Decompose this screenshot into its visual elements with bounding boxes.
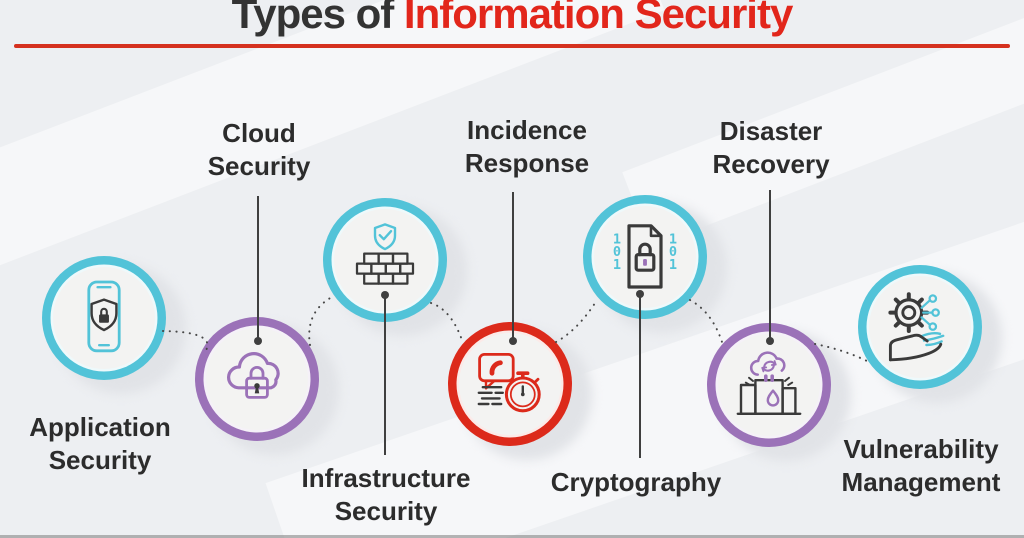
title-prefix: Types of — [231, 0, 404, 37]
node-inner-circle — [869, 276, 971, 378]
node-inner-circle — [53, 267, 155, 369]
label-disaster-recovery: Disaster Recovery — [712, 116, 830, 179]
title-divider — [14, 44, 1010, 48]
page-title: Types of Information Security — [0, 0, 1024, 36]
node-cryptography: 1 0 1 1 0 1 — [583, 195, 707, 319]
bottom-divider — [0, 535, 1024, 538]
node-vulnerability-management — [858, 265, 982, 389]
node-infrastructure-security — [323, 198, 447, 322]
binary-digit: 1 — [613, 231, 621, 247]
encrypted-document-binary-icon: 1 0 1 1 0 1 — [613, 224, 677, 289]
node-inner-circle: 1 0 1 1 0 1 — [594, 206, 696, 308]
burning-buildings-cloud-restore-icon — [736, 351, 802, 415]
shield-check-brick-wall-icon — [355, 223, 415, 285]
node-inner-circle — [206, 328, 308, 430]
node-inner-circle — [459, 333, 561, 435]
label-cloud-security: Cloud Security — [207, 118, 311, 181]
node-cloud-security — [195, 317, 319, 441]
smartphone-shield-lock-icon — [87, 280, 121, 353]
label-incidence-response: Incidence Response — [464, 115, 590, 178]
label-infrastructure-security: Infrastructure Security — [301, 463, 471, 526]
binary-digit: 1 — [613, 257, 621, 273]
emergency-call-stopwatch-icon — [477, 353, 541, 413]
node-inner-circle — [718, 334, 820, 436]
label-vulnerability-management: Vulnerability Management — [841, 434, 1001, 497]
binary-digit: 1 — [669, 257, 677, 273]
binary-digit: 0 — [669, 244, 677, 260]
node-application-security — [42, 256, 166, 380]
cloud-padlock-icon — [227, 352, 280, 399]
binary-digit: 1 — [669, 231, 677, 247]
label-application-security: Application Security — [29, 412, 171, 475]
gear-network-hand-icon — [888, 292, 945, 362]
binary-digit: 0 — [613, 244, 621, 260]
title-highlight: Information Security — [403, 0, 793, 37]
label-cryptography: Cryptography — [550, 467, 722, 497]
